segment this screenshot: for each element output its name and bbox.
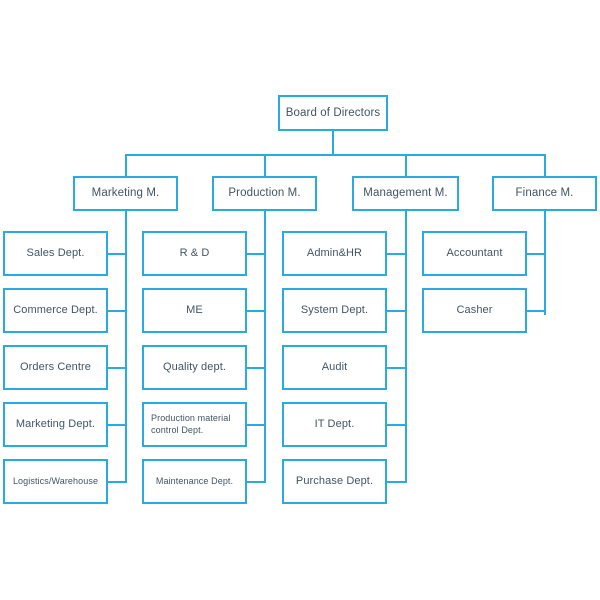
connector-manager-bus [125,154,546,156]
node-dept-me[interactable]: ME [142,288,247,333]
connector-stub-production-5 [247,481,266,483]
connector-spine-management [405,210,407,482]
connector-drop-production [264,154,266,177]
connector-spine-production [264,210,266,482]
connector-stub-management-1 [387,253,407,255]
connector-spine-marketing [125,210,127,482]
connector-drop-marketing [125,154,127,177]
connector-stub-marketing-1 [107,253,127,255]
connector-stub-management-3 [387,367,407,369]
connector-stub-production-2 [247,310,266,312]
node-manager-marketing[interactable]: Marketing M. [73,176,178,211]
node-dept-casher[interactable]: Casher [422,288,527,333]
connector-stub-marketing-5 [107,481,127,483]
node-dept-logistics-warehouse[interactable]: Logistics/Warehouse [3,459,108,504]
connector-stub-marketing-3 [107,367,127,369]
node-dept-rnd[interactable]: R & D [142,231,247,276]
node-dept-accountant[interactable]: Accountant [422,231,527,276]
connector-drop-finance [544,154,546,177]
connector-stub-production-3 [247,367,266,369]
connector-stub-management-4 [387,424,407,426]
connector-spine-finance [544,210,546,315]
connector-stub-marketing-2 [107,310,127,312]
node-dept-maintenance[interactable]: Maintenance Dept. [142,459,247,504]
node-manager-management[interactable]: Management M. [352,176,459,211]
node-dept-production-material-control[interactable]: Production material control Dept. [142,402,247,447]
node-dept-marketing[interactable]: Marketing Dept. [3,402,108,447]
connector-stub-management-2 [387,310,407,312]
node-dept-purchase[interactable]: Purchase Dept. [282,459,387,504]
node-dept-audit[interactable]: Audit [282,345,387,390]
connector-stub-production-1 [247,253,266,255]
node-dept-commerce[interactable]: Commerce Dept. [3,288,108,333]
connector-stub-marketing-4 [107,424,127,426]
connector-root-stem [332,131,334,156]
node-dept-sales[interactable]: Sales Dept. [3,231,108,276]
node-board-of-directors[interactable]: Board of Directors [278,95,388,131]
connector-stub-production-4 [247,424,266,426]
node-dept-system[interactable]: System Dept. [282,288,387,333]
node-manager-production[interactable]: Production M. [212,176,317,211]
connector-stub-management-5 [387,481,407,483]
node-dept-admin-hr[interactable]: Admin&HR [282,231,387,276]
connector-drop-management [405,154,407,177]
connector-stub-finance-2 [527,310,546,312]
connector-stub-finance-1 [527,253,546,255]
node-dept-it[interactable]: IT Dept. [282,402,387,447]
node-manager-finance[interactable]: Finance M. [492,176,597,211]
node-dept-orders-centre[interactable]: Orders Centre [3,345,108,390]
node-dept-quality[interactable]: Quality dept. [142,345,247,390]
